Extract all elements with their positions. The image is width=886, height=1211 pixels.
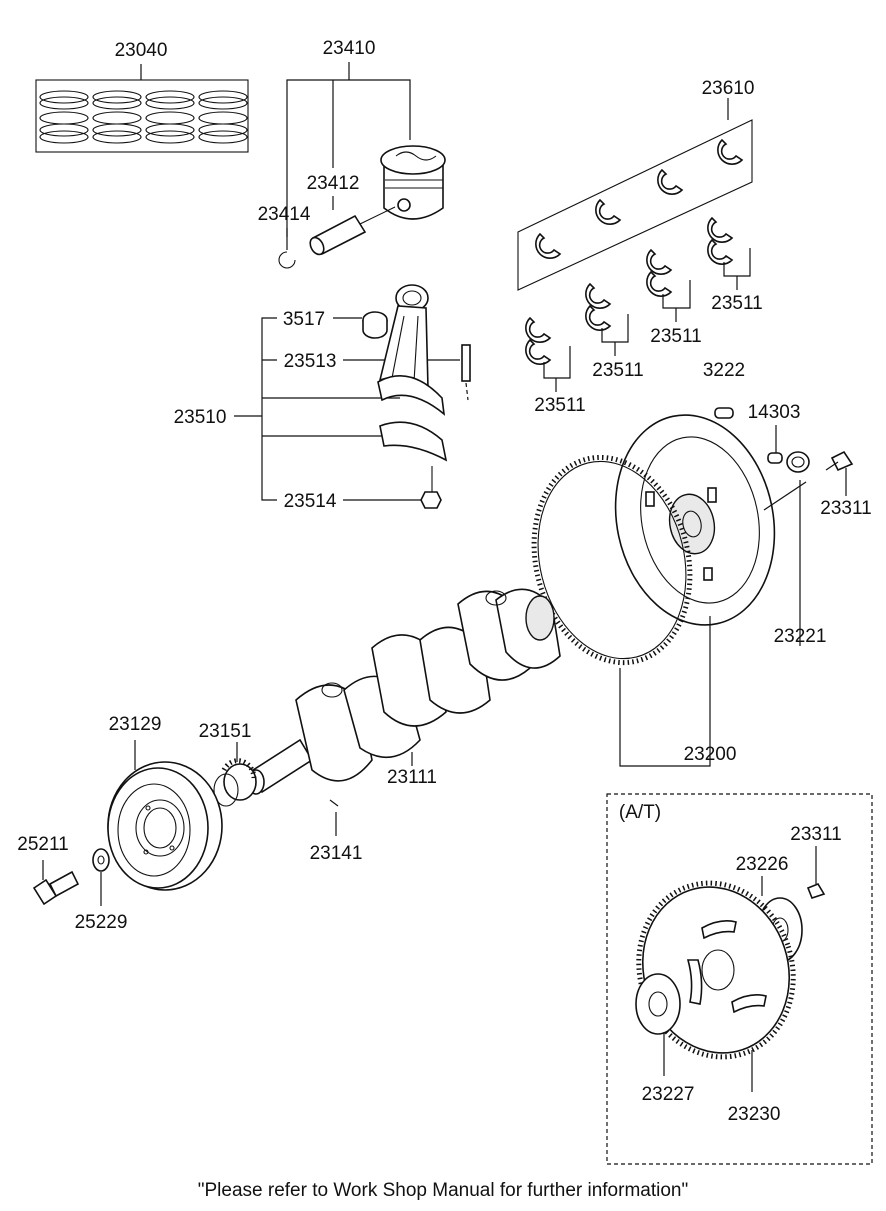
label-23040: 23040 <box>115 40 168 61</box>
label-23511-c: 23511 <box>592 360 643 381</box>
flywheel <box>531 414 847 767</box>
label-23311-a: 23311 <box>820 498 871 519</box>
label-23610: 23610 <box>702 78 755 99</box>
damper-pulley <box>107 740 223 891</box>
automatic-transmission-box <box>606 793 873 1165</box>
label-3222: 3222 <box>703 360 745 381</box>
crankshaft <box>247 588 561 836</box>
label-23226: 23226 <box>736 854 789 875</box>
piston-ring-set <box>35 64 249 153</box>
flywheel-fasteners <box>714 407 854 492</box>
label-23514: 23514 <box>284 491 337 512</box>
label-23412: 23412 <box>307 173 360 194</box>
label-23227: 23227 <box>642 1084 695 1105</box>
label-23510: 23510 <box>174 407 227 428</box>
label-23230: 23230 <box>728 1104 781 1125</box>
at-label: (A/T) <box>619 802 661 823</box>
label-23141: 23141 <box>310 843 363 864</box>
label-23511-b: 23511 <box>650 326 701 347</box>
label-23200: 23200 <box>684 744 737 765</box>
rod-bearing-pairs <box>525 216 751 392</box>
piston-assembly <box>278 62 446 269</box>
label-23511-a: 23511 <box>711 293 762 314</box>
label-25229: 25229 <box>75 912 128 933</box>
part-labels: 23040 23410 23412 23414 23610 3517 23513… <box>17 38 871 1125</box>
footer-note: "Please refer to Work Shop Manual for fu… <box>197 1180 689 1201</box>
label-23410: 23410 <box>323 38 376 59</box>
label-14303: 14303 <box>748 402 801 423</box>
label-25211: 25211 <box>17 834 68 855</box>
crank-sprocket <box>213 742 257 807</box>
label-23513: 23513 <box>284 351 337 372</box>
label-23111: 23111 <box>387 767 437 788</box>
label-23129: 23129 <box>109 714 162 735</box>
label-23414: 23414 <box>258 204 311 225</box>
label-23311-b: 23311 <box>790 824 841 845</box>
label-23151: 23151 <box>199 721 252 742</box>
pulley-washer-and-bolt <box>32 848 110 906</box>
label-23221: 23221 <box>774 626 827 647</box>
main-bearing-set <box>517 98 753 291</box>
label-3517: 3517 <box>283 309 325 330</box>
connecting-rod <box>234 284 471 509</box>
label-23511-d: 23511 <box>534 395 585 416</box>
